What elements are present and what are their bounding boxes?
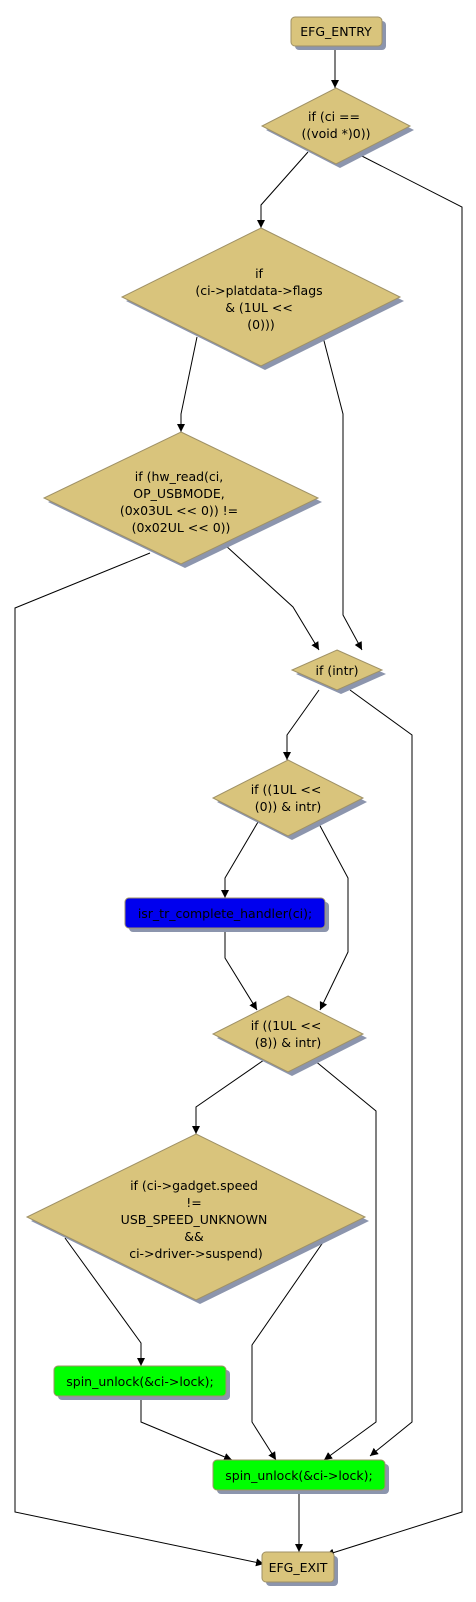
svg-text:if (intr): if (intr)	[315, 663, 358, 678]
svg-text:if (ci->platdata->flags: if (ci->platdata->flags & (1UL << (0)))	[195, 266, 326, 332]
edge-intr-to-bit0	[283, 689, 320, 760]
if-ci-null-line-1: if (ci ==	[308, 109, 360, 124]
if-flags-line-2: (ci->platdata->flags	[195, 283, 322, 298]
node-if-ci-null[interactable]: if (ci == ((void *)0))	[260, 87, 414, 168]
efg-exit-line-1: EFG_EXIT	[269, 1560, 328, 1575]
if-bit8-shape	[211, 995, 365, 1073]
edge-hw-read-to-exit	[14, 552, 265, 1567]
edge-intr-to-spin2	[349, 689, 413, 1457]
if-speed-line-3: USB_SPEED_UNKNOWN	[121, 1212, 268, 1227]
node-if-hw-read[interactable]: if (hw_read(ci, OP_USBMODE, (0x03UL << 0…	[42, 431, 322, 568]
node-efg-exit[interactable]: EFG_EXIT	[261, 1551, 338, 1586]
if-bit8-line-2: (8)) & intr)	[255, 1035, 322, 1050]
edge-speed-to-spin1	[64, 1237, 145, 1366]
if-speed-shape	[25, 1133, 367, 1301]
node-if-speed[interactable]: if (ci->gadget.speed != USB_SPEED_UNKNOW…	[25, 1133, 369, 1304]
edge-flags-to-hw-read	[177, 336, 198, 432]
spin-unlock-2-shape	[212, 1459, 386, 1491]
node-spin-unlock-1[interactable]: spin_unlock(&ci->lock);	[53, 1365, 230, 1400]
node-if-bit8[interactable]: if ((1UL << (8)) & intr)	[211, 995, 367, 1076]
if-speed-line-1: if (ci->gadget.speed	[130, 1178, 258, 1193]
if-hw-read-line-3: (0x03UL << 0)) !=	[120, 503, 238, 518]
efg-exit-shape	[261, 1551, 335, 1583]
if-flags-shape	[120, 227, 402, 367]
if-bit8-line-1: if ((1UL <<	[251, 1018, 322, 1033]
edge-bit0-to-bit8	[317, 821, 349, 1011]
svg-text:if (ci->gadget.speed !=: if (ci->gadget.speed != USB_SPEED_UNKNOW…	[121, 1178, 272, 1261]
edge-bit8-to-speed	[192, 1059, 265, 1134]
isr-handler-shape	[124, 897, 326, 929]
if-speed-line-2: !=	[186, 1195, 202, 1210]
if-hw-read-line-4: (0x02UL << 0))	[132, 520, 231, 535]
spin-unlock-1-shape	[53, 1365, 227, 1397]
node-if-bit0[interactable]: if ((1UL << (0)) & intr)	[211, 759, 367, 840]
if-speed-line-5: ci->driver->suspend)	[129, 1246, 263, 1261]
if-flags-line-3: & (1UL <<	[225, 300, 293, 315]
svg-text:if ((1UL << (0)) & intr): if ((1UL << (0)) & intr)	[251, 782, 326, 814]
node-isr-tr-complete-handler[interactable]: isr_tr_complete_handler(ci);	[124, 897, 329, 932]
svg-text:if (ci == ((void *)0)): if (ci == ((void *)0))	[301, 109, 370, 141]
if-flags-line-4: (0)))	[247, 317, 274, 332]
if-speed-line-4: &&	[184, 1229, 204, 1244]
node-efg-entry[interactable]: EFG_ENTRY	[290, 16, 386, 50]
edge-spin1-to-spin2	[140, 1396, 233, 1461]
node-if-intr[interactable]: if (intr)	[290, 649, 386, 694]
if-ci-null-line-2: ((void *)0))	[301, 126, 370, 141]
efg-entry-line: EFG_ENTRY	[300, 24, 372, 39]
edge-isr-to-bit8	[224, 928, 258, 1011]
spin-unlock-2-line-1: spin_unlock(&ci->lock);	[225, 1468, 372, 1483]
if-ci-null-shape	[260, 87, 412, 165]
node-if-flags[interactable]: if (ci->platdata->flags & (1UL << (0)))	[120, 227, 404, 370]
if-intr-shape	[290, 649, 384, 691]
edge-hw-read-to-intr	[224, 544, 320, 651]
node-spin-unlock-2[interactable]: spin_unlock(&ci->lock);	[212, 1459, 389, 1494]
svg-text:isr_tr_complete_handler(ci);: isr_tr_complete_handler(ci);	[138, 906, 312, 921]
edge-speed-to-spin2	[251, 1237, 327, 1461]
svg-text:EFG_ENTRY: EFG_ENTRY	[300, 24, 372, 39]
if-bit0-shape	[211, 759, 365, 837]
edge-ci-null-to-flags	[257, 151, 309, 228]
if-hw-read-line-1: if (hw_read(ci,	[135, 469, 223, 484]
svg-text:spin_unlock(&ci->lock);: spin_unlock(&ci->lock);	[225, 1468, 372, 1483]
if-bit0-line-2: (0)) & intr)	[255, 799, 322, 814]
edge-ci-null-to-exit	[325, 151, 463, 1557]
edge-bit8-to-spin2	[313, 1059, 377, 1461]
edge-bit0-to-isr	[221, 821, 259, 898]
if-flags-line-1: if	[255, 266, 263, 281]
edge-flags-to-intr	[322, 336, 363, 651]
if-bit0-line-1: if ((1UL <<	[251, 782, 322, 797]
if-intr-line-1: if (intr)	[315, 663, 358, 678]
isr-handler-line-1: isr_tr_complete_handler(ci);	[138, 906, 312, 921]
if-hw-read-line-2: OP_USBMODE,	[133, 486, 224, 501]
svg-text:if (hw_read(ci, OP_USBMO: if (hw_read(ci, OP_USBMODE, (0x03UL << 0…	[120, 469, 242, 535]
svg-text:spin_unlock(&ci->lock);: spin_unlock(&ci->lock);	[66, 1374, 213, 1389]
spin-unlock-1-line-1: spin_unlock(&ci->lock);	[66, 1374, 213, 1389]
svg-text:if ((1UL << (8)) & intr): if ((1UL << (8)) & intr)	[251, 1018, 326, 1050]
edges	[14, 48, 463, 1567]
efg-entry-shape	[290, 16, 383, 47]
if-hw-read-shape	[42, 431, 320, 565]
svg-text:EFG_EXIT: EFG_EXIT	[269, 1560, 328, 1575]
